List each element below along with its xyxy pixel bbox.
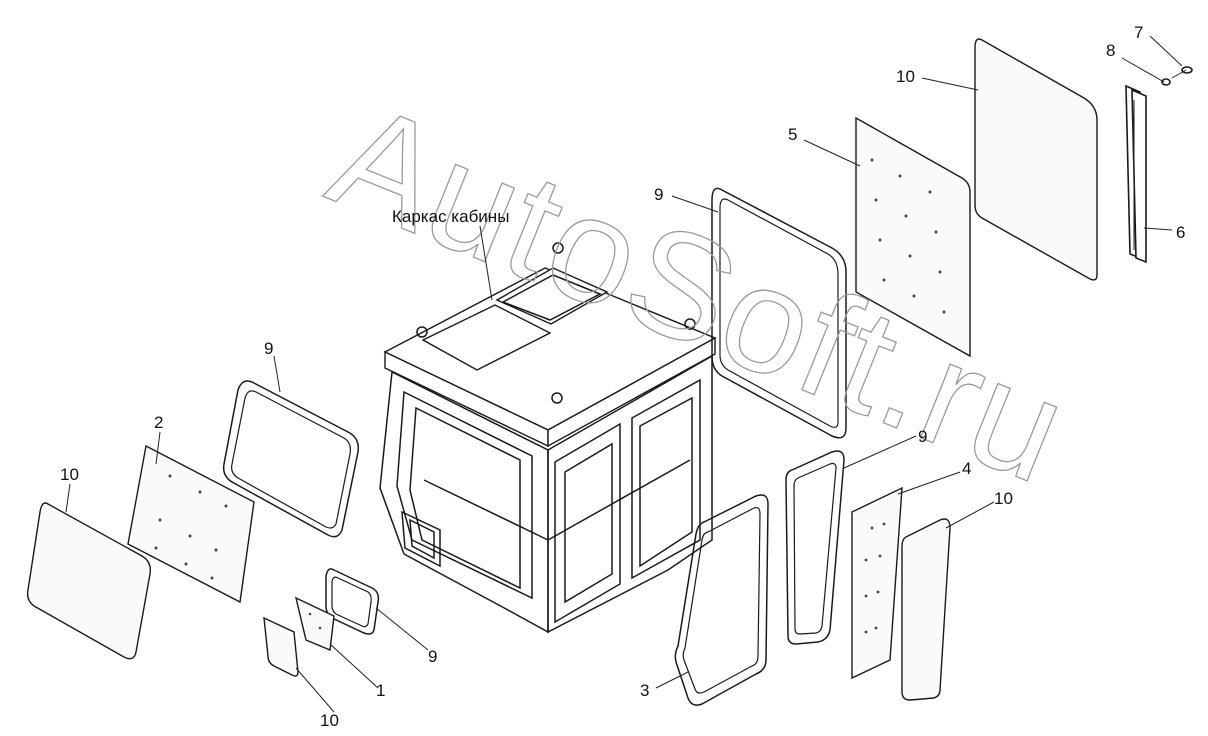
part-3-door-seal: [674, 494, 769, 706]
callout-9-top: 9: [654, 185, 663, 204]
callout-7: 7: [1134, 23, 1143, 42]
part-6-rail: [1125, 84, 1147, 264]
part-4-side-glass: [851, 486, 903, 680]
callout-4: 4: [962, 459, 971, 478]
part-8-washer: [1161, 78, 1171, 86]
callout-1: 1: [376, 681, 385, 700]
callout-3: 3: [640, 681, 649, 700]
part-9-side-seal: [785, 450, 845, 645]
callout-10-top-right: 10: [896, 67, 915, 86]
callout-10-right: 10: [994, 489, 1013, 508]
part-10-small-panel: [263, 616, 299, 677]
part-10-front-panel: [26, 502, 152, 660]
callout-5: 5: [788, 125, 797, 144]
part-9-small-seal: [325, 568, 380, 635]
part-2-front-glass: [127, 444, 255, 604]
part-5-rear-glass: [855, 116, 971, 358]
part-9-front-seal: [222, 380, 360, 538]
leader-lines: [65, 35, 1183, 713]
callout-2: 2: [154, 413, 163, 432]
callout-8: 8: [1106, 41, 1115, 60]
callout-9-small: 9: [428, 647, 437, 666]
part-1-small-glass: [294, 596, 335, 652]
callout-10-left: 10: [60, 465, 79, 484]
part-9-rear-seal: [711, 187, 847, 439]
assembly-label: Каркас кабины: [392, 207, 509, 226]
callout-9-right: 9: [918, 427, 927, 446]
part-10-side-panel: [901, 518, 951, 701]
callout-9-left: 9: [264, 339, 273, 358]
part-10-rear-panel: [974, 38, 1098, 281]
part-7-screw: [1171, 66, 1193, 79]
callout-6: 6: [1176, 223, 1185, 242]
cab-frame: [379, 242, 717, 634]
callout-10-bottom: 10: [320, 711, 339, 730]
